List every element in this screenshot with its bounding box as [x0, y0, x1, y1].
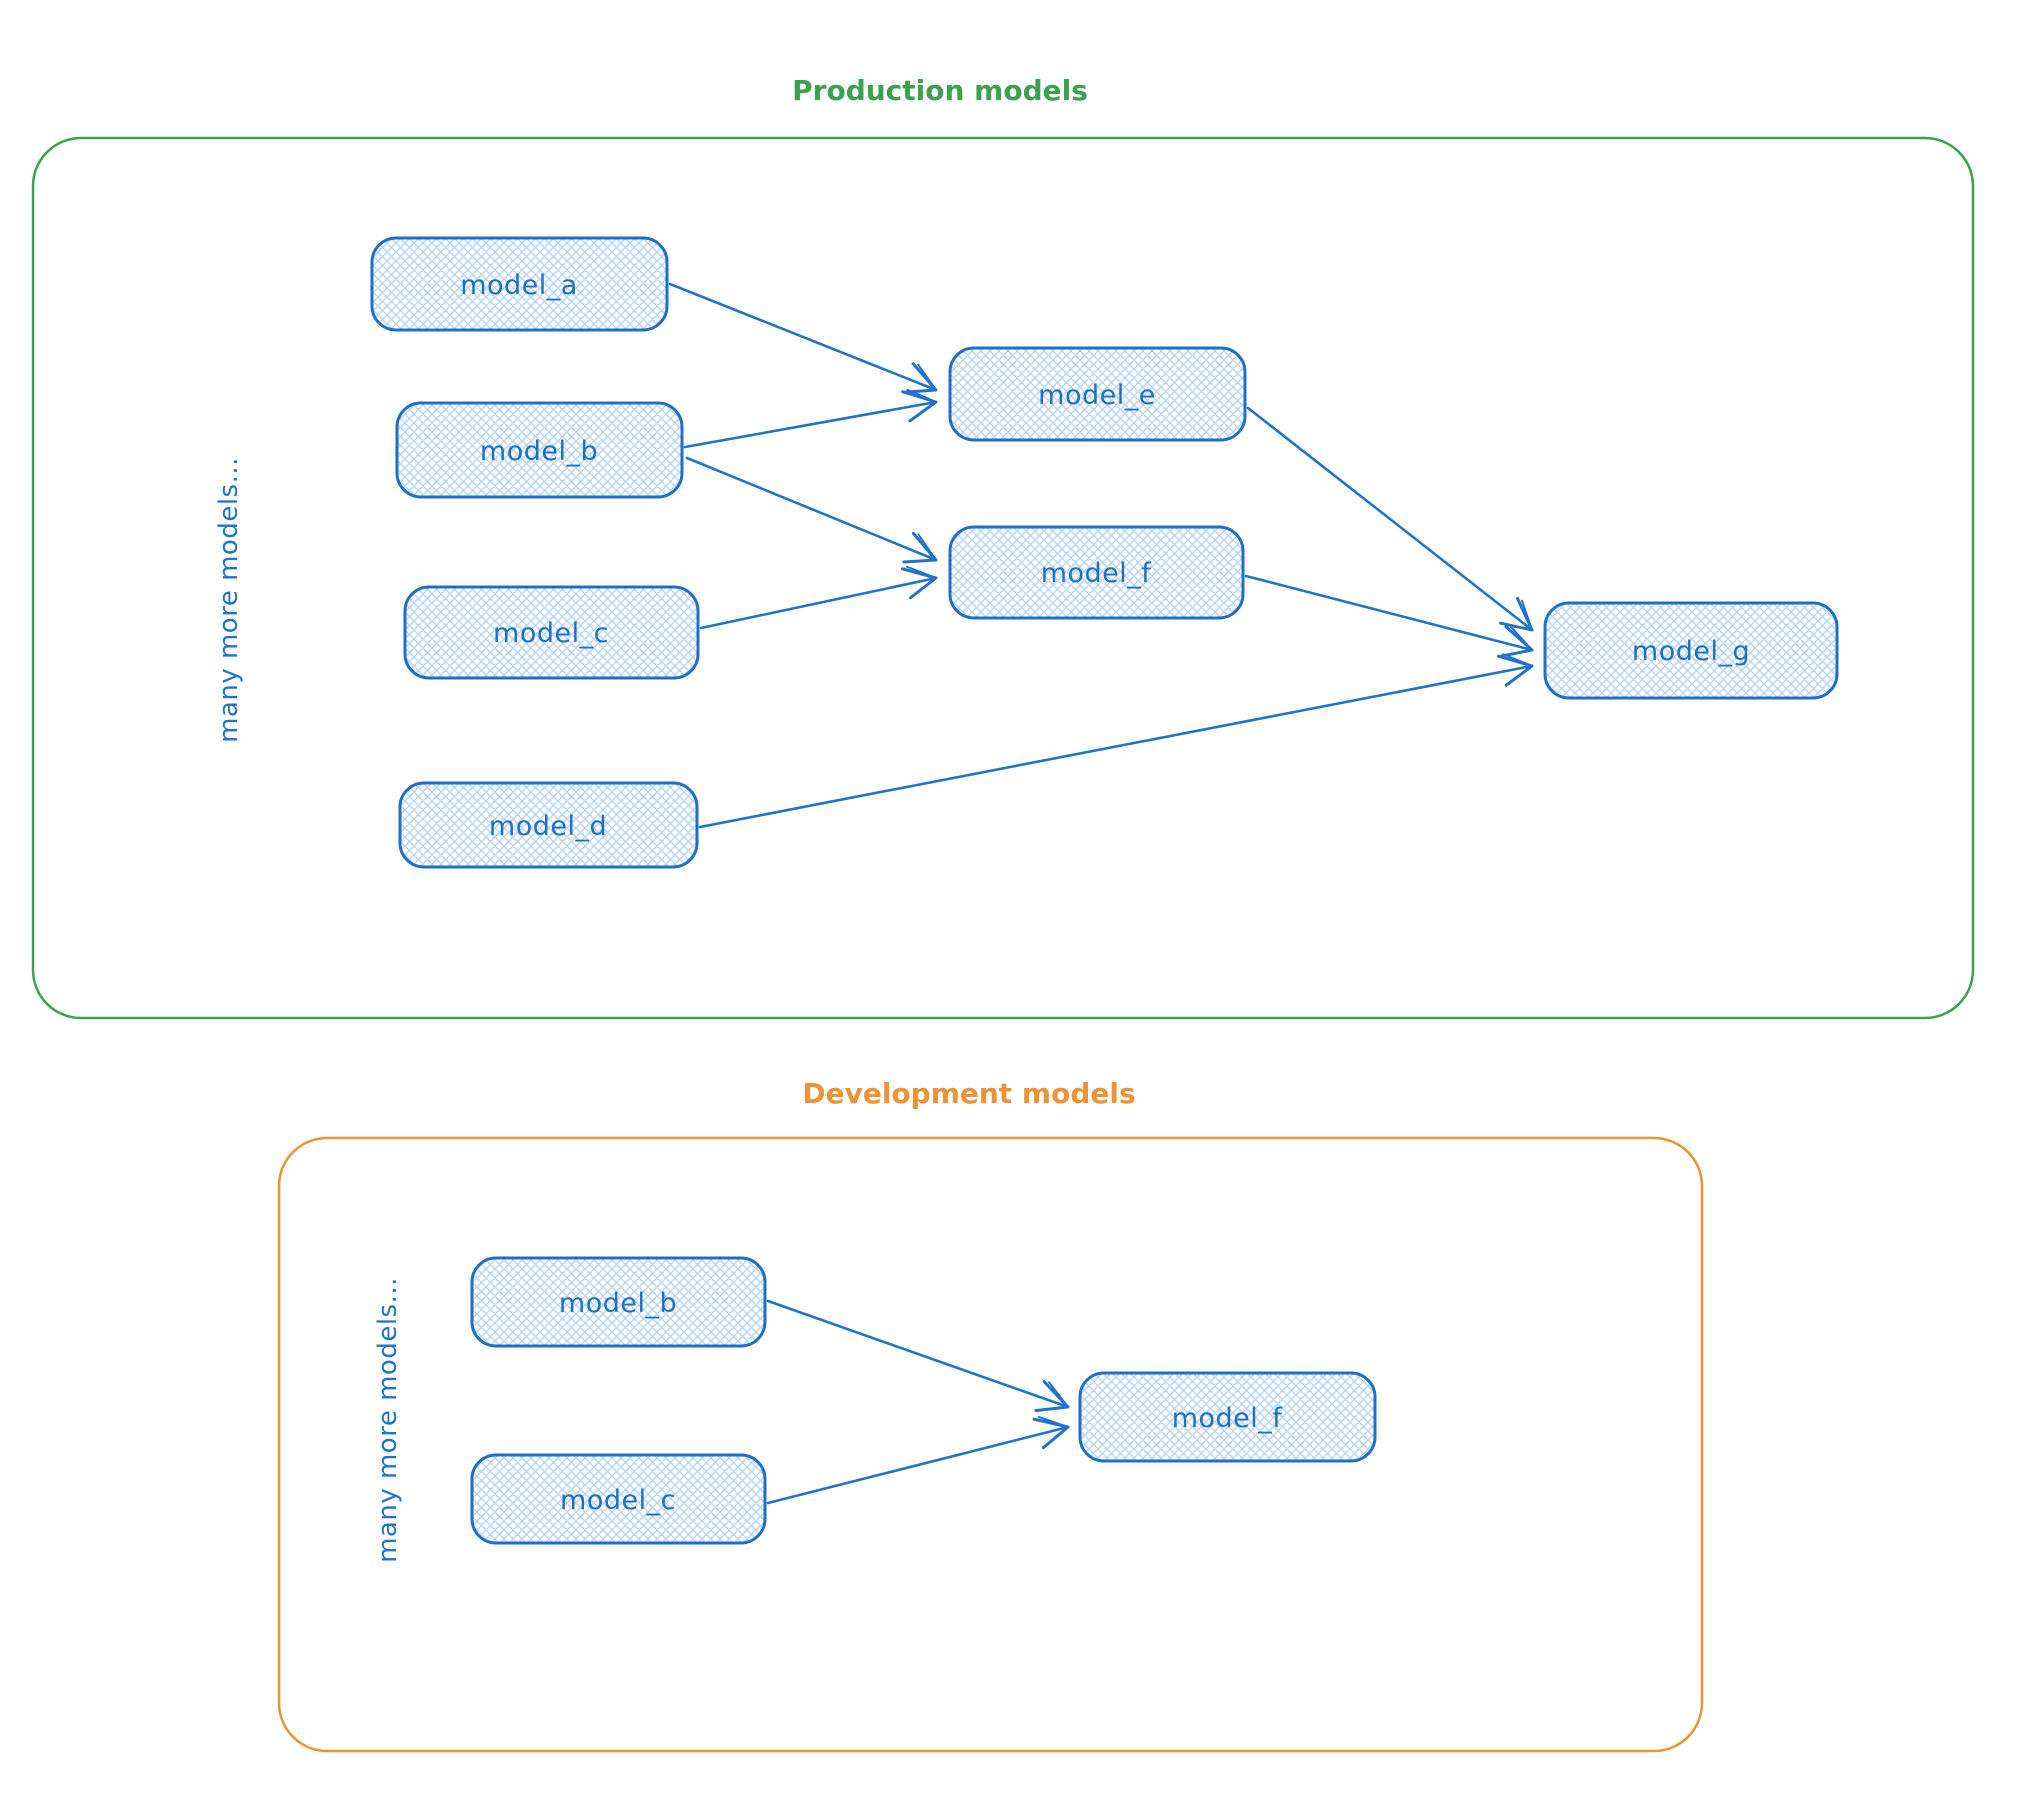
node-dev-model_c-label: model_c [560, 1485, 676, 1516]
edge-model_d-model_g [698, 653, 1534, 829]
node-dev-model_b: model_b [470, 1256, 767, 1348]
development-edges [766, 1299, 1070, 1505]
development-title: Development models [802, 1077, 1135, 1110]
production-edges [668, 282, 1534, 829]
node-dev-model_b-label: model_b [559, 1288, 677, 1319]
node-model_d-label: model_d [489, 811, 607, 842]
node-dev-model_c: model_c [470, 1453, 767, 1545]
node-model_e: model_e [948, 346, 1247, 442]
development-frame [277, 1136, 1704, 1753]
production-frame [31, 136, 1975, 1020]
node-model_c-label: model_c [493, 618, 609, 649]
node-model_c: model_c [403, 585, 700, 680]
edge-model_b-model_f [685, 456, 938, 564]
node-model_b: model_b [395, 401, 684, 499]
node-model_d: model_d [398, 781, 699, 869]
edge-dev-model_b-model_f [766, 1299, 1070, 1413]
edge-model_c-model_f [699, 565, 938, 630]
node-model_f-label: model_f [1041, 558, 1153, 589]
node-model_a-label: model_a [460, 270, 578, 301]
production-title: Production models [792, 74, 1088, 107]
node-model_f: model_f [948, 525, 1245, 620]
development-side-label: many more models... [373, 1277, 403, 1563]
edge-dev-model_c-model_f [766, 1415, 1070, 1505]
edge-model_e-model_g [1246, 406, 1534, 632]
edge-model_b-model_e [683, 388, 938, 449]
node-dev-model_f: model_f [1078, 1371, 1377, 1463]
node-model_g-label: model_g [1632, 636, 1750, 667]
edge-model_a-model_e [668, 282, 938, 394]
edge-model_f-model_g [1244, 574, 1534, 658]
production-side-label: many more models... [214, 457, 244, 743]
node-model_g: model_g [1543, 601, 1839, 700]
node-model_b-label: model_b [480, 436, 598, 467]
node-model_e-label: model_e [1038, 380, 1156, 411]
node-dev-model_f-label: model_f [1172, 1403, 1284, 1434]
node-model_a: model_a [370, 236, 669, 332]
